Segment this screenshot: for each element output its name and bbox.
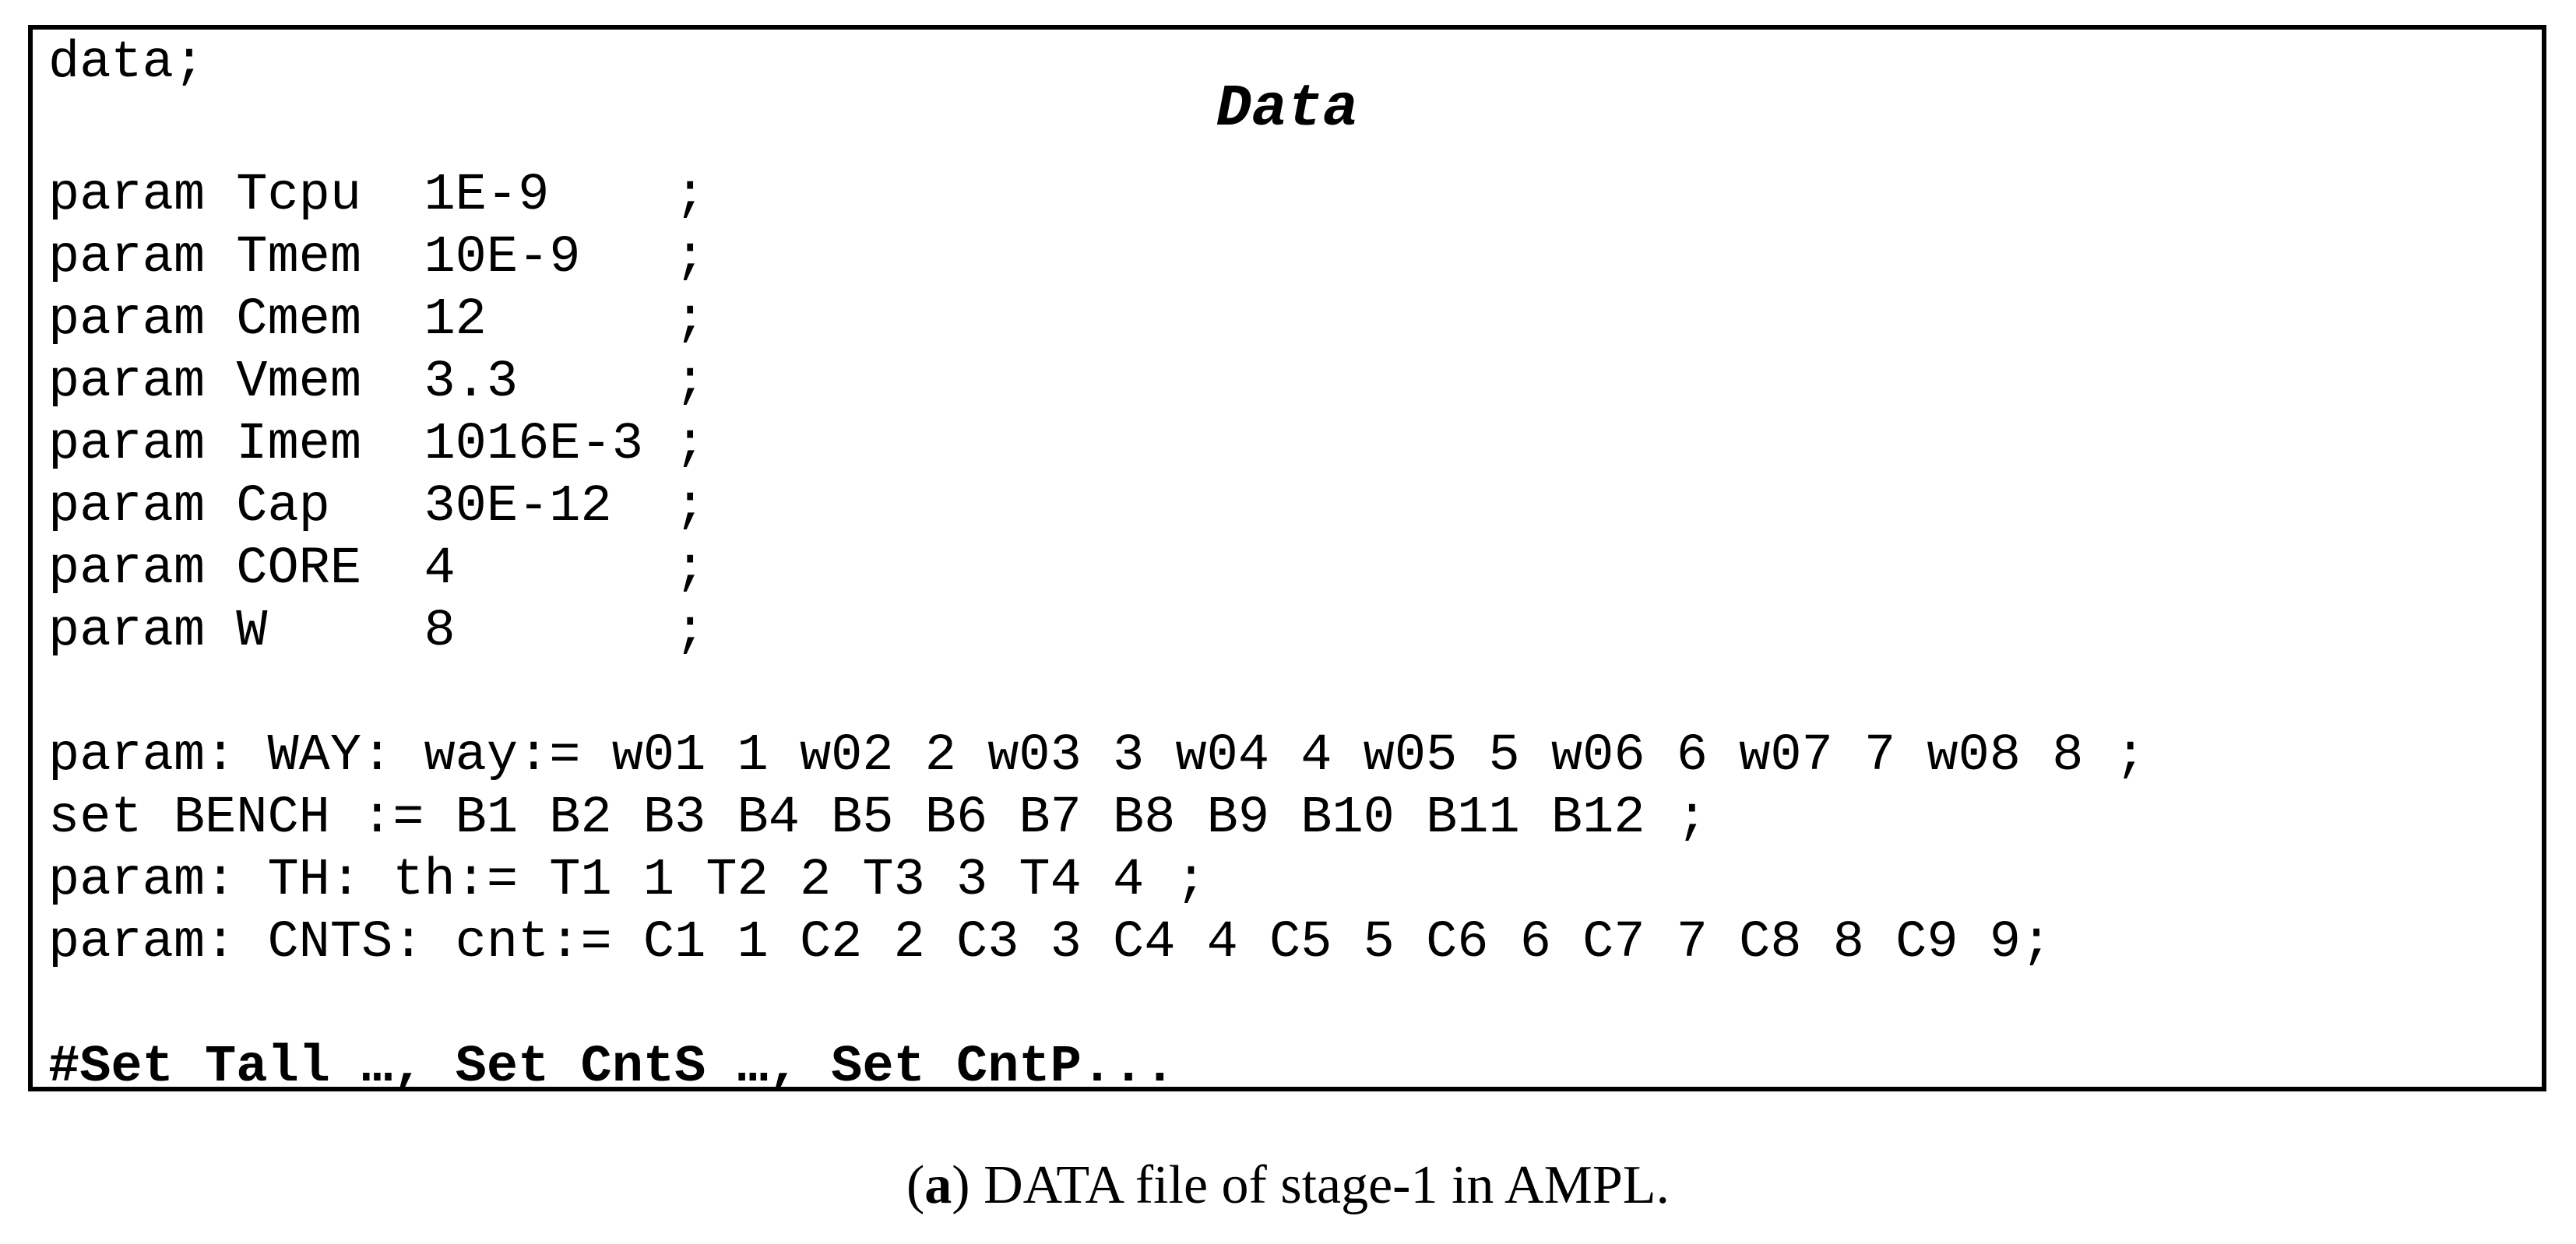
- code-block-frame: data; Data param Tcpu 1E-9 ; param Tmem …: [28, 25, 2546, 1097]
- code-line: param W 8 ;: [48, 602, 706, 661]
- code-line: param Cmem 12 ;: [48, 290, 706, 350]
- code-line: param Imem 1016E-3 ;: [48, 415, 706, 474]
- code-line: data;: [48, 33, 206, 93]
- figure-caption: (a) DATA file of stage-1 in AMPL.: [906, 1155, 1670, 1215]
- code-line: param CORE 4 ;: [48, 539, 706, 599]
- caption-label: a: [924, 1155, 952, 1215]
- caption-text: DATA file of stage-1 in AMPL.: [984, 1155, 1670, 1215]
- code-line: param: TH: th:= T1 1 T2 2 T3 3 T4 4 ;: [48, 851, 1207, 910]
- code-line: param Cap 30E-12 ;: [48, 477, 706, 536]
- code-line: param Tmem 10E-9 ;: [48, 228, 706, 287]
- code-line: param: WAY: way:= w01 1 w02 2 w03 3 w04 …: [48, 726, 2146, 785]
- code-line: param Tcpu 1E-9 ;: [48, 166, 706, 225]
- code-line: set BENCH := B1 B2 B3 B4 B5 B6 B7 B8 B9 …: [48, 789, 1708, 848]
- code-line: param: CNTS: cnt:= C1 1 C2 2 C3 3 C4 4 C…: [48, 913, 2053, 972]
- code-line: param Vmem 3.3 ;: [48, 353, 706, 412]
- block-title: Data: [1216, 76, 1359, 142]
- code-comment-line: #Set Tall …, Set CntS …, Set CntP...: [48, 1038, 1176, 1097]
